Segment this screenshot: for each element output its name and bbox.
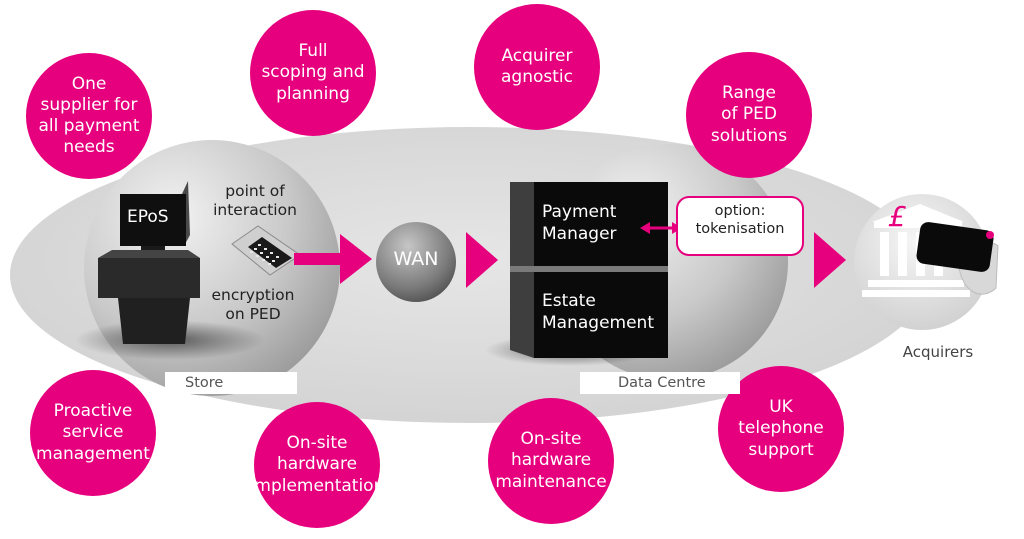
bubble-acquirer-agnostic: Acquirer agnostic [474, 4, 600, 130]
estate-management-label: Estate Management [542, 291, 654, 334]
acquirers-bank-icon [854, 194, 999, 330]
currency-symbol: £ [888, 200, 906, 233]
store-label: Store [165, 372, 297, 394]
epos-label: EPoS [127, 207, 169, 227]
payment-manager-label: Payment Manager [542, 202, 617, 245]
arrow-wan-to-datacentre [466, 232, 498, 288]
bubble-full-scoping: Full scoping and planning [250, 10, 376, 136]
server-icon [510, 182, 668, 358]
acquirers-label: Acquirers [902, 343, 974, 361]
wan-sphere [376, 222, 456, 302]
encryption-label: encryption on PED [211, 286, 295, 323]
epos-terminal-icon [98, 181, 200, 344]
bubble-proactive-service: Proactive service management [30, 370, 156, 496]
bubble-onsite-maintenance: On-site hardware maintenance [488, 398, 614, 524]
tokenisation-option-box: option: tokenisation [676, 196, 804, 256]
datacentre-label: Data Centre [580, 372, 740, 394]
bubble-range-ped: Range of PED solutions [686, 52, 812, 178]
wan-label: WAN [393, 248, 439, 270]
bubble-one-supplier: One supplier for all payment needs [26, 53, 152, 179]
bubble-onsite-implementation: On-site hardware implementation [250, 402, 384, 528]
arrow-datacentre-to-acquirers [814, 232, 846, 288]
arrow-store-to-wan [294, 234, 372, 284]
poi-label: point of interaction [213, 182, 297, 219]
